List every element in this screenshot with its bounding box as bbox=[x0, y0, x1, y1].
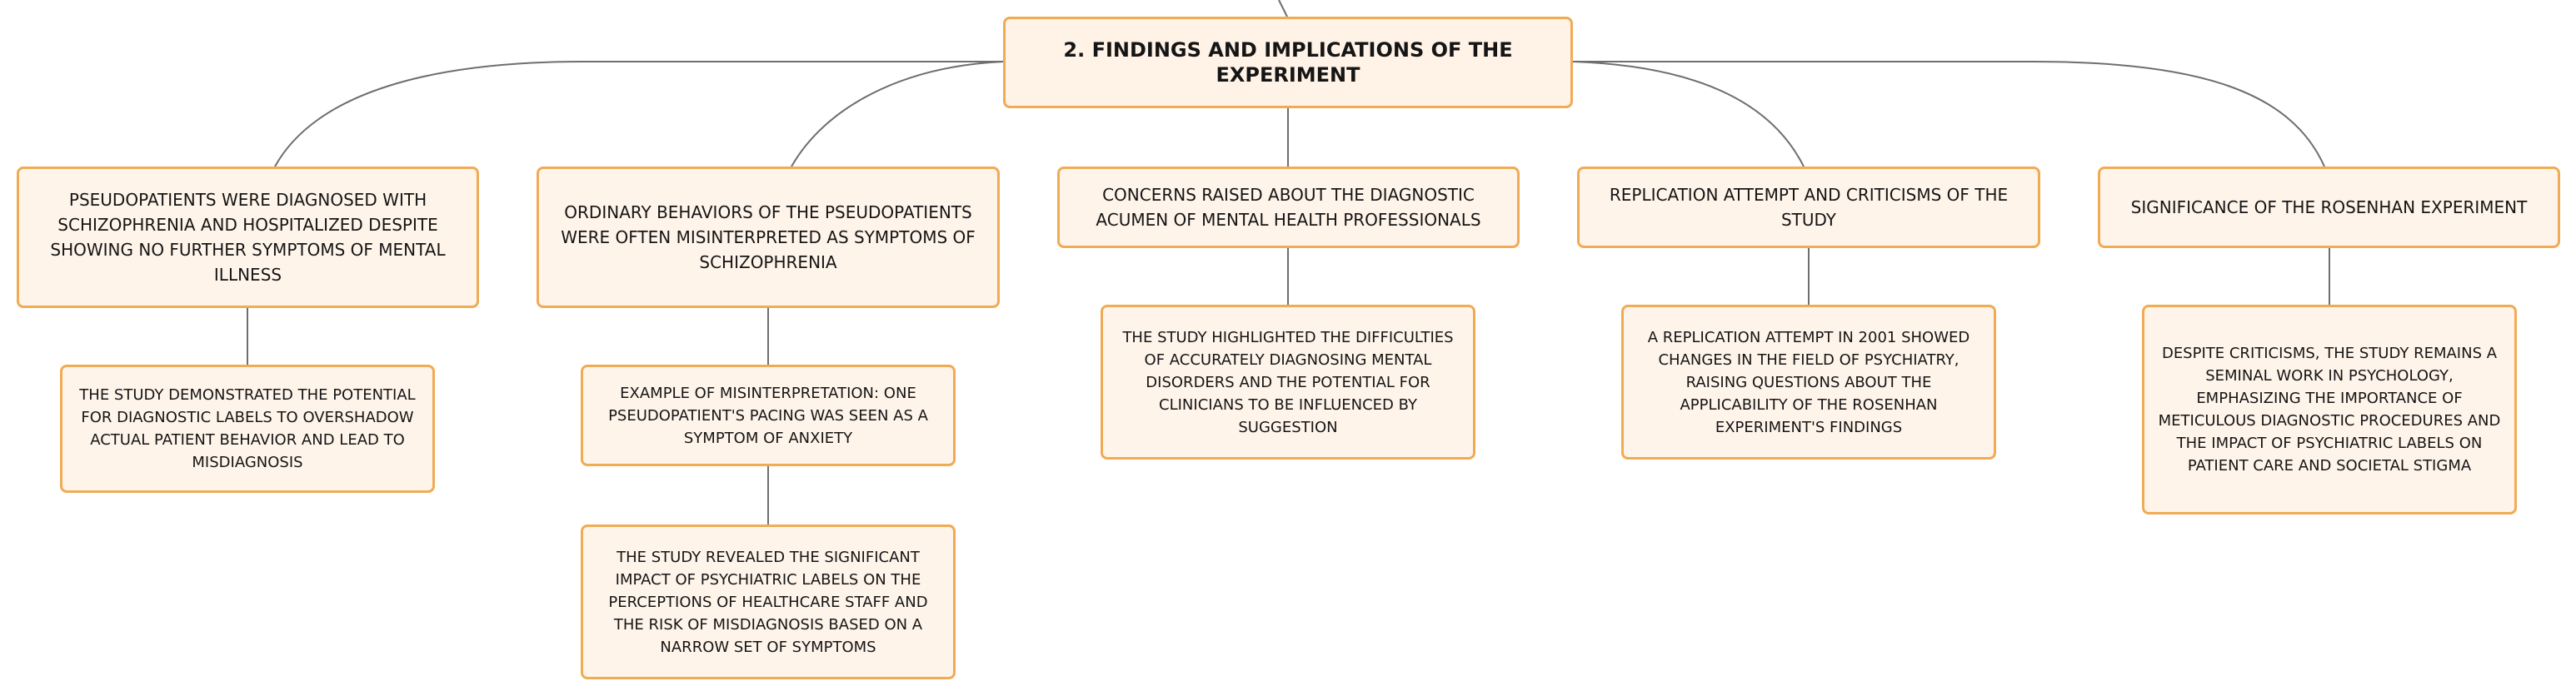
root-node-title: 2. FINDINGS AND IMPLICATIONS OF THE EXPE… bbox=[1063, 38, 1513, 87]
leaf-node-1-1[interactable]: THE STUDY DEMONSTRATED THE POTENTIAL FOR… bbox=[60, 365, 435, 493]
branch-node-5-label: SIGNIFICANCE OF THE ROSENHAN EXPERIMENT bbox=[2130, 197, 2528, 217]
leaf-node-2-2-text: THE STUDY REVEALED THE SIGNIFICANT IMPAC… bbox=[608, 548, 928, 656]
leaf-node-5-1[interactable]: DESPITE CRITICISMS, THE STUDY REMAINS A … bbox=[2142, 305, 2517, 515]
leaf-node-2-1-text: EXAMPLE OF MISINTERPRETATION: ONE PSEUDO… bbox=[608, 384, 928, 447]
leaf-node-5-1-text: DESPITE CRITICISMS, THE STUDY REMAINS A … bbox=[2158, 345, 2501, 475]
branch-node-2[interactable]: ORDINARY BEHAVIORS OF THE PSEUDOPATIENTS… bbox=[537, 167, 1000, 308]
connector-root-branch-4 bbox=[1572, 61, 1805, 167]
branch-node-4-label: REPLICATION ATTEMPT AND CRITICISMS OF TH… bbox=[1609, 185, 2009, 230]
connector-root-branch-1 bbox=[274, 61, 1003, 167]
leaf-node-4-1[interactable]: A REPLICATION ATTEMPT IN 2001 SHOWED CHA… bbox=[1621, 305, 1996, 460]
branch-node-3[interactable]: CONCERNS RAISED ABOUT THE DIAGNOSTIC ACU… bbox=[1057, 167, 1520, 248]
branch-node-5[interactable]: SIGNIFICANCE OF THE ROSENHAN EXPERIMENT bbox=[2098, 167, 2560, 248]
leaf-node-2-2[interactable]: THE STUDY REVEALED THE SIGNIFICANT IMPAC… bbox=[581, 524, 956, 679]
leaf-node-4-1-text: A REPLICATION ATTEMPT IN 2001 SHOWED CHA… bbox=[1647, 328, 1970, 436]
leaf-node-3-1[interactable]: THE STUDY HIGHLIGHTED THE DIFFICULTIES O… bbox=[1101, 305, 1475, 460]
root-node[interactable]: 2. FINDINGS AND IMPLICATIONS OF THE EXPE… bbox=[1003, 17, 1573, 108]
branch-node-3-label: CONCERNS RAISED ABOUT THE DIAGNOSTIC ACU… bbox=[1096, 185, 1481, 230]
branch-node-2-label: ORDINARY BEHAVIORS OF THE PSEUDOPATIENTS… bbox=[561, 202, 976, 272]
leaf-node-3-1-text: THE STUDY HIGHLIGHTED THE DIFFICULTIES O… bbox=[1122, 328, 1454, 436]
connector-root-parent bbox=[1278, 0, 1288, 17]
branch-node-4[interactable]: REPLICATION ATTEMPT AND CRITICISMS OF TH… bbox=[1577, 167, 2040, 248]
branch-node-1-label: PSEUDOPATIENTS WERE DIAGNOSED WITH SCHIZ… bbox=[50, 190, 446, 285]
connector-root-branch-5 bbox=[1573, 61, 2325, 167]
connector-root-branch-2 bbox=[791, 61, 1004, 167]
branch-node-1[interactable]: PSEUDOPATIENTS WERE DIAGNOSED WITH SCHIZ… bbox=[17, 167, 479, 308]
leaf-node-2-1[interactable]: EXAMPLE OF MISINTERPRETATION: ONE PSEUDO… bbox=[581, 365, 956, 466]
leaf-node-1-1-text: THE STUDY DEMONSTRATED THE POTENTIAL FOR… bbox=[79, 386, 416, 471]
